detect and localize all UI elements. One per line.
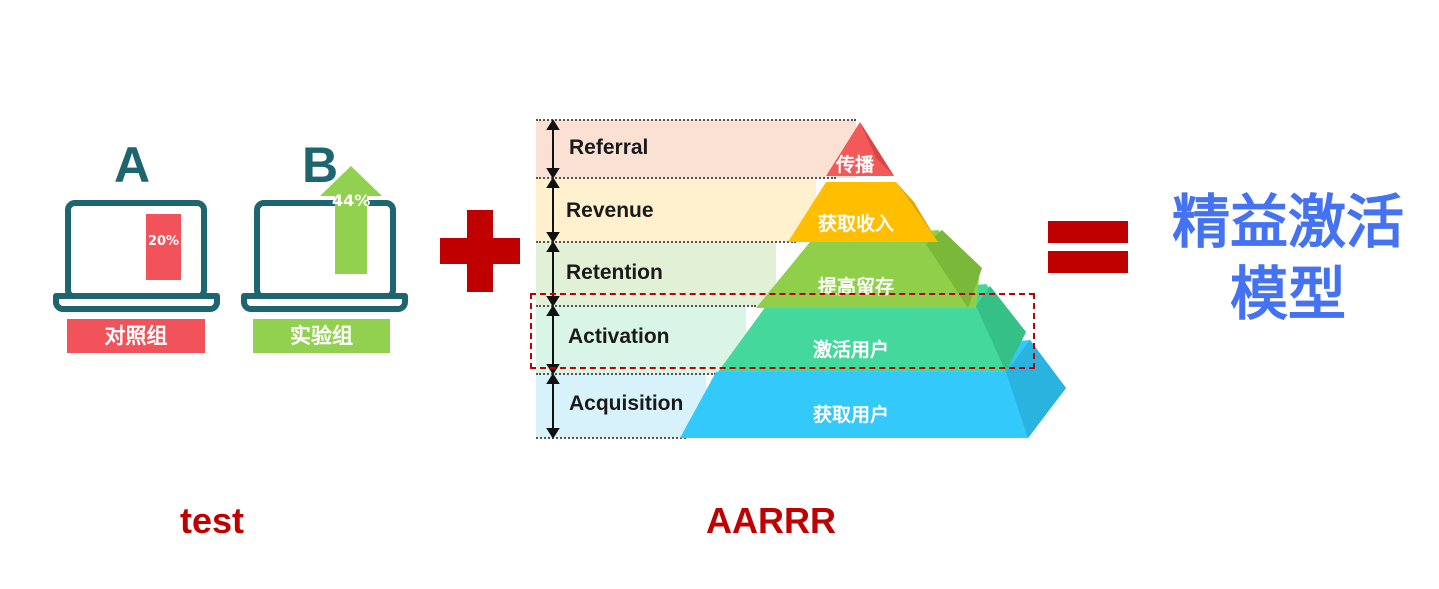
laptop-a-base xyxy=(53,293,220,312)
stage-label-revenue: Revenue xyxy=(566,199,654,222)
activation-band xyxy=(536,306,746,374)
pyramid-label-referral: 传播 xyxy=(836,154,875,176)
laptop-b-base xyxy=(241,293,408,312)
laptop-b-screen xyxy=(254,200,396,300)
divider xyxy=(536,241,796,243)
activation-highlight-box xyxy=(530,293,1035,369)
pyramid-label-revenue: 获取收入 xyxy=(818,213,895,235)
aarrr-caption: AARRR xyxy=(706,500,836,541)
referral-band xyxy=(536,120,856,178)
stage-label-activation: Activation xyxy=(568,325,670,348)
revenue-band xyxy=(536,178,816,242)
divider xyxy=(536,119,856,121)
growth-arrow-icon xyxy=(320,166,382,274)
pyramid-label-activation: 激活用户 xyxy=(813,339,890,361)
divider xyxy=(536,437,686,439)
divider xyxy=(536,305,756,307)
aarrr-pyramid xyxy=(680,122,1066,438)
result-title-line-1: 精益激活 xyxy=(1171,188,1404,256)
pyramid-label-retention: 提高留存 xyxy=(818,276,895,298)
laptop-a-screen xyxy=(65,200,207,300)
retention-band xyxy=(536,242,776,306)
divider xyxy=(536,373,716,375)
group-a-bar: 20% xyxy=(146,214,181,280)
result-title-line-2: 模型 xyxy=(1229,260,1346,328)
stage-height-arrows-icon xyxy=(546,119,560,439)
experiment-group-label: 实验组 xyxy=(253,319,390,353)
pyramid-label-acquisition: 获取用户 xyxy=(813,404,890,426)
group-a-letter: A xyxy=(114,137,151,193)
group-b-letter: B xyxy=(302,137,339,193)
control-group-label: 对照组 xyxy=(67,319,205,353)
stage-label-referral: Referral xyxy=(569,136,649,159)
divider xyxy=(536,177,836,179)
test-caption: test xyxy=(180,500,245,541)
stage-label-retention: Retention xyxy=(566,261,663,284)
acquisition-band xyxy=(536,374,706,438)
stage-label-acquisition: Acquisition xyxy=(569,392,684,415)
group-b-value: 44% xyxy=(332,191,371,210)
